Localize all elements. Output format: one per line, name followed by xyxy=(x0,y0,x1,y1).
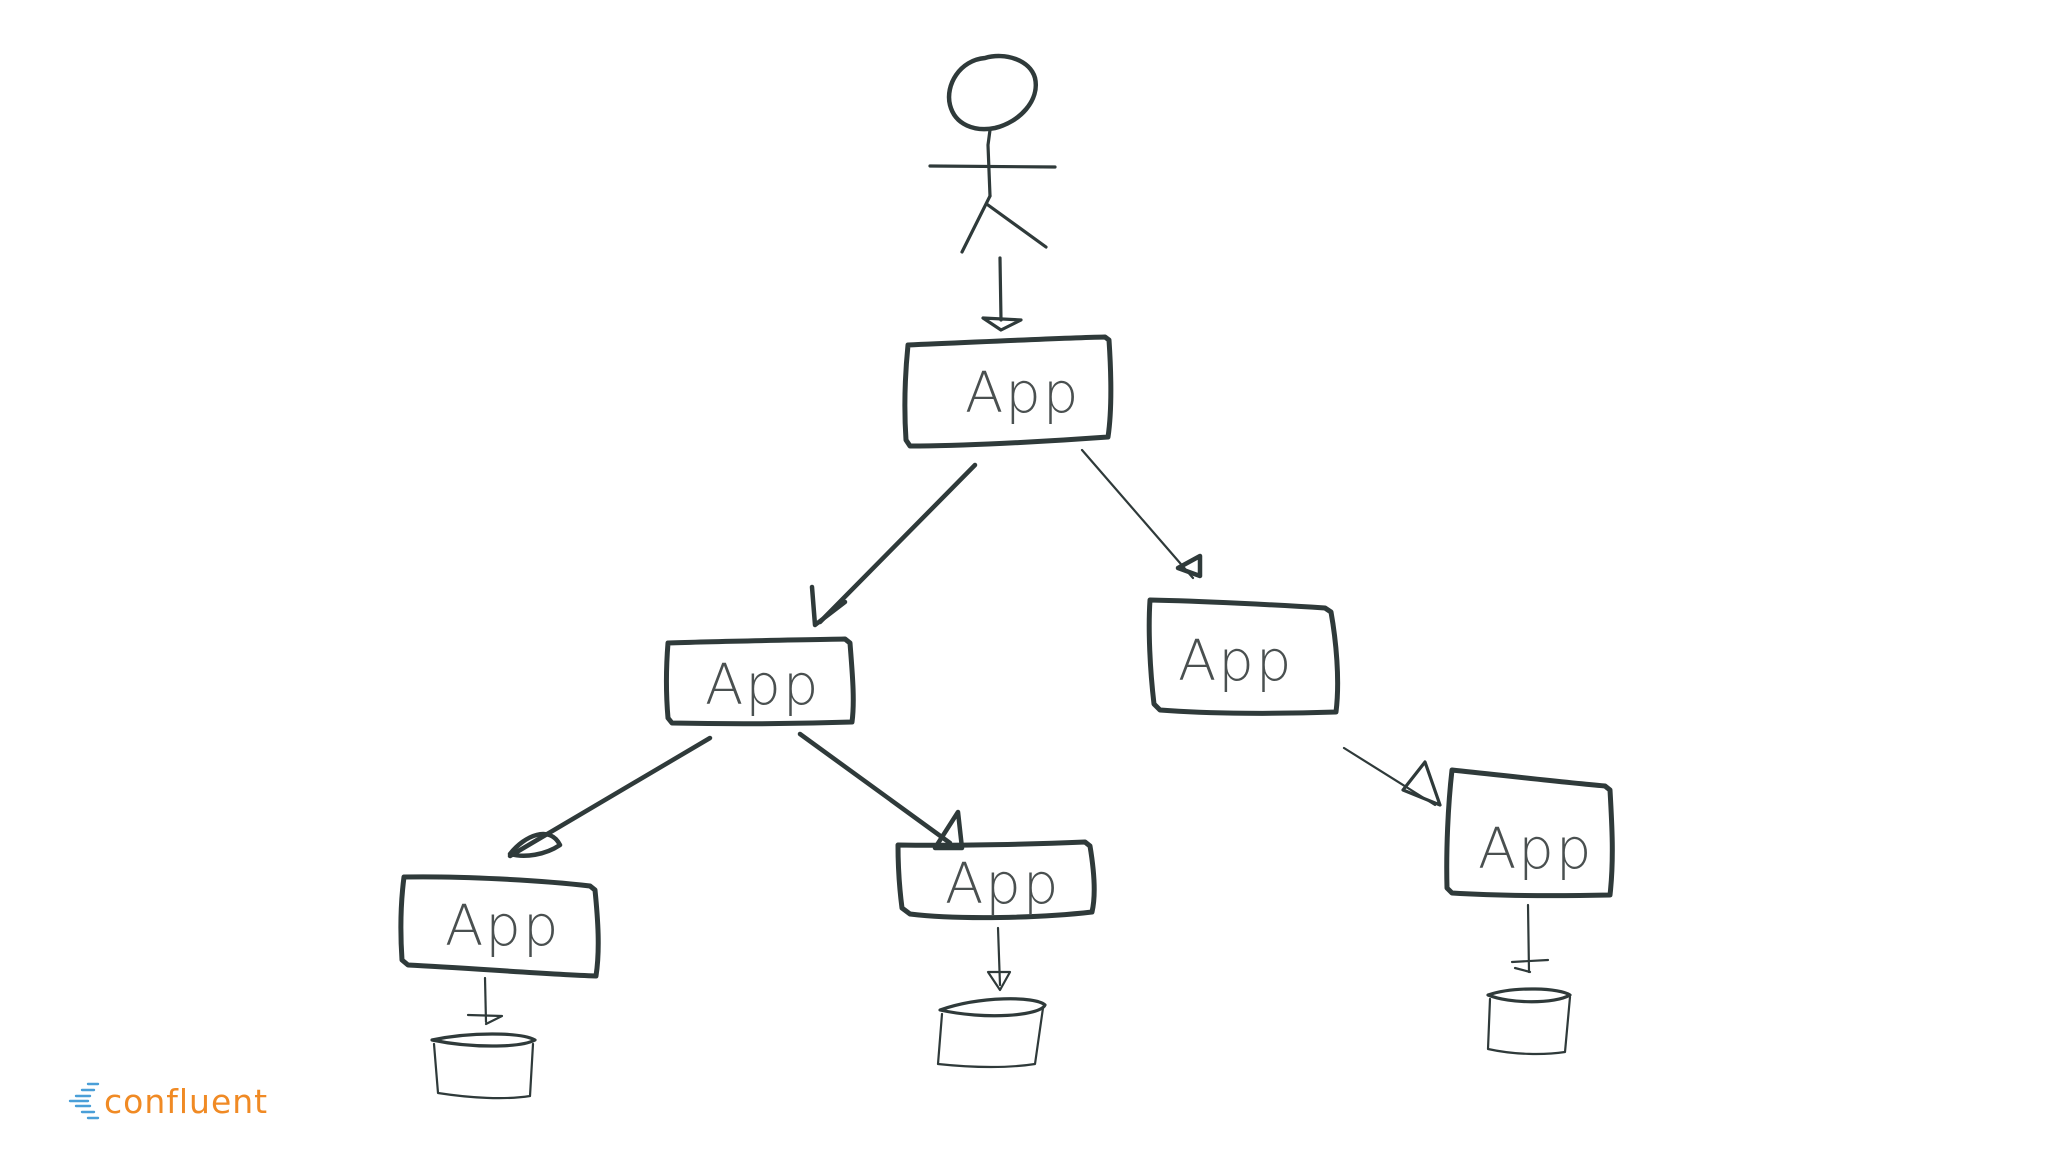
arrow-mid-right-to-leaf-right xyxy=(1342,746,1442,807)
database-leaf-middle xyxy=(936,926,1047,1069)
node-root: App xyxy=(902,334,1114,449)
arrow-root-to-mid-right xyxy=(1080,448,1203,580)
node-leaf-left: App xyxy=(398,874,601,979)
database-leaf-right xyxy=(1486,903,1572,1056)
node-mid-right: App xyxy=(1146,597,1341,716)
node-leaf-right-label: App xyxy=(1478,817,1593,882)
arrow-user-to-root xyxy=(981,256,1023,332)
arrow-mid-left-to-leaf-middle xyxy=(797,731,965,851)
node-leaf-left-label: App xyxy=(445,894,560,959)
database-leaf-left xyxy=(430,976,537,1100)
user-stick-figure xyxy=(928,53,1057,254)
node-leaf-middle-label: App xyxy=(945,852,1060,917)
arrow-root-to-mid-left xyxy=(809,462,978,628)
arrow-mid-left-to-leaf-left xyxy=(507,735,713,859)
node-mid-left-label: App xyxy=(705,653,820,718)
confluent-wordmark: confluent xyxy=(104,1081,269,1121)
node-mid-left: App xyxy=(664,636,856,727)
node-root-label: App xyxy=(965,361,1080,426)
node-mid-right-label: App xyxy=(1178,629,1293,694)
confluent-mark-icon xyxy=(68,1082,100,1120)
node-leaf-middle: App xyxy=(895,839,1097,921)
node-leaf-right: App xyxy=(1444,767,1615,899)
confluent-logo: confluent xyxy=(68,1076,268,1126)
